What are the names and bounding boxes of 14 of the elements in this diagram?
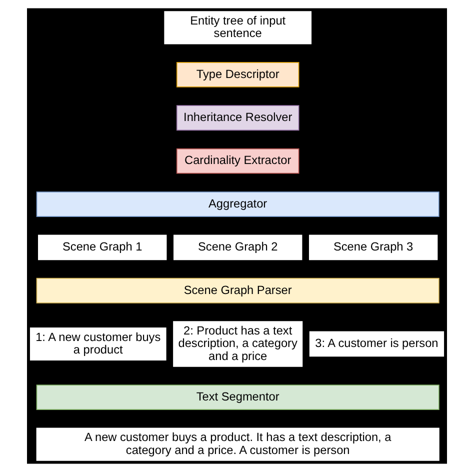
node-box: Scene Graph 2 <box>174 234 302 260</box>
node-box: Aggregator <box>36 192 440 217</box>
node-box: Entity tree of input sentence <box>164 11 312 44</box>
node-box: Text Segmentor <box>36 384 440 410</box>
node-box: 2: Product has a text description, a category and a price <box>173 321 303 367</box>
node-box: Scene Graph Parser <box>36 278 440 304</box>
node-box: 3: A customer is person <box>309 331 444 357</box>
node-box: 1: A new customer buys a product <box>30 327 166 360</box>
node-box: Cardinality Extractor <box>176 148 300 174</box>
node-box: Scene Graph 3 <box>308 234 438 260</box>
node-box: Type Descriptor <box>176 62 300 88</box>
node-box: A new customer buys a product. It has a text description, a category and a price. A customer is person <box>36 428 440 461</box>
node-box: Inheritance Resolver <box>176 105 300 131</box>
node-box: Scene Graph 1 <box>38 234 167 260</box>
